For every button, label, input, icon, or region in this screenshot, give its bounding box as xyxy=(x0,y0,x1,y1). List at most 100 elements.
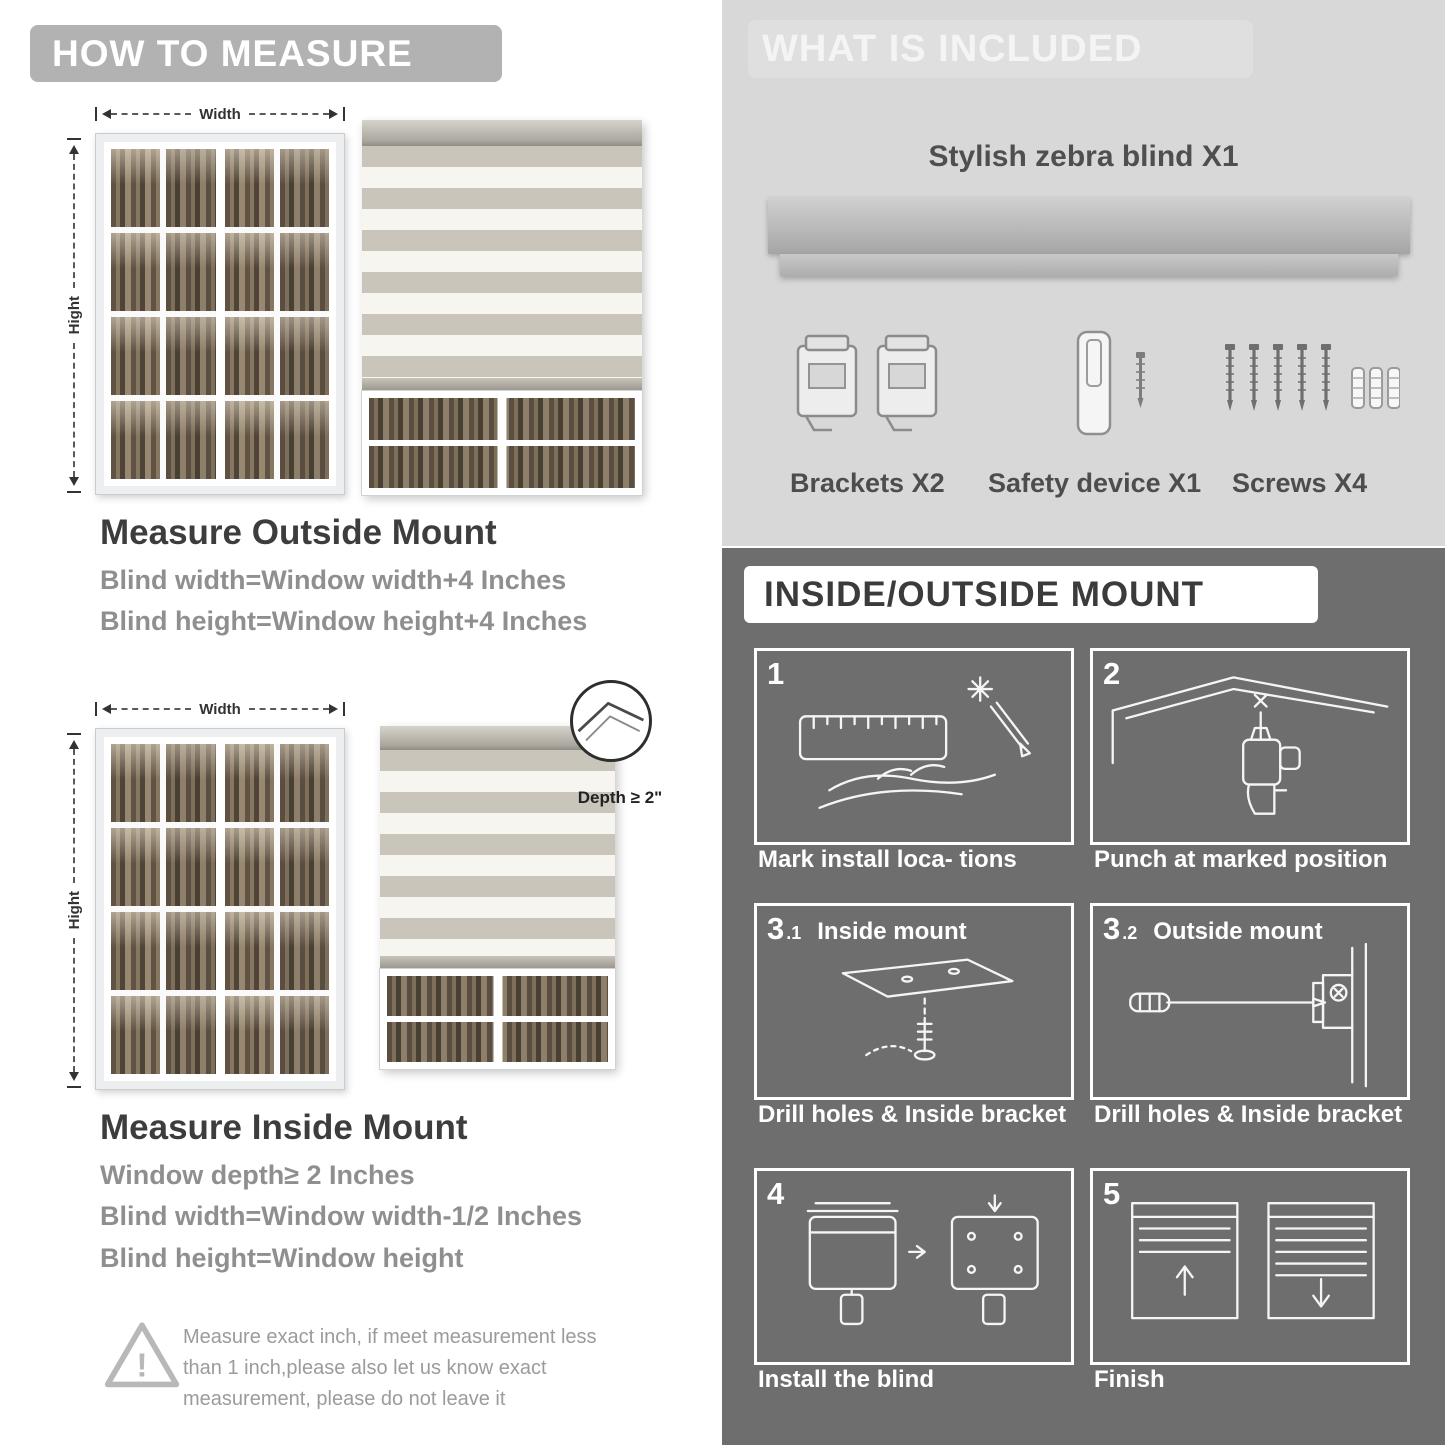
step-number: 3.2 Outside mount xyxy=(1103,911,1323,947)
inside-outside-mount-banner: INSIDE/OUTSIDE MOUNT xyxy=(744,566,1318,623)
blind-stripes xyxy=(380,750,615,956)
width-label: Width xyxy=(199,105,241,123)
height-label: Hight xyxy=(65,891,83,930)
finish-illustration xyxy=(1096,1174,1404,1359)
step-caption: Drill holes & Inside bracket xyxy=(758,1101,1067,1128)
measure-tick xyxy=(95,107,97,121)
step-num-text: 2 xyxy=(1103,656,1121,691)
what-is-included-banner: WHAT IS INCLUDED xyxy=(748,20,1253,78)
zebra-blind-inside xyxy=(379,726,616,1070)
window-sash-left xyxy=(111,149,216,479)
window-photo-inside xyxy=(95,728,345,1090)
blind-bottom-rail xyxy=(362,378,642,391)
window-sash-right xyxy=(224,149,329,479)
step-title-text: Outside mount xyxy=(1153,918,1323,945)
step-caption: Finish xyxy=(1094,1366,1165,1393)
inside-mount-bracket-illustration xyxy=(760,909,1068,1094)
step-number: 2 xyxy=(1103,656,1138,692)
step-num-text: 3 xyxy=(1103,911,1121,946)
arrowhead-up-icon xyxy=(69,735,79,749)
measure-inside-heading: Measure Inside Mount xyxy=(100,1108,468,1147)
measure-tick xyxy=(95,702,97,716)
step-box-2: 2 xyxy=(1090,648,1410,845)
screws-label: Screws X4 xyxy=(1232,468,1368,498)
step-box-3-1: 3.1 Inside mount xyxy=(754,903,1074,1100)
how-to-measure-banner: HOW TO MEASURE xyxy=(30,25,502,82)
install-blind-illustration xyxy=(760,1174,1068,1359)
measure-dash xyxy=(111,113,192,115)
step-num-text: 3 xyxy=(767,911,785,946)
step-title-text: Inside mount xyxy=(817,918,967,945)
measure-dash xyxy=(73,342,75,478)
brackets-label: Brackets X2 xyxy=(790,468,945,498)
measure-dash xyxy=(248,113,330,115)
window-under-blind xyxy=(361,390,643,496)
what-is-included-title: WHAT IS INCLUDED xyxy=(762,28,1143,70)
measure-tick xyxy=(67,733,81,735)
step-caption: Drill holes & Inside bracket xyxy=(1094,1101,1403,1128)
step-subnum-text: .1 xyxy=(786,923,802,943)
measure-dash xyxy=(73,749,75,884)
height-measure-arrow-outside: Hight xyxy=(65,138,83,494)
width-measure-arrow-outside: Width xyxy=(95,105,346,123)
step-caption: Install the blind xyxy=(758,1366,935,1393)
step-number: 5 xyxy=(1103,1176,1138,1212)
measurement-warning-text: Measure exact inch, if meet measurement … xyxy=(183,1326,597,1410)
arrowhead-left-icon xyxy=(97,109,111,119)
brackets-icon xyxy=(796,334,938,432)
mark-location-illustration xyxy=(760,654,1068,839)
window-under-blind xyxy=(379,968,616,1070)
step-caption: Mark install loca- tions xyxy=(758,846,1017,873)
zebra-blind-headrail-image xyxy=(768,198,1410,254)
safety-device-icon xyxy=(1076,330,1145,436)
outside-formula-height: Blind height=Window height+4 Inches xyxy=(100,606,588,636)
step-num-text: 5 xyxy=(1103,1176,1121,1211)
measure-tick xyxy=(67,491,81,494)
window-sash-left xyxy=(111,744,216,1074)
arrowhead-left-icon xyxy=(97,704,111,714)
inside-formula-width: Blind width=Window width-1/2 Inches xyxy=(100,1201,583,1231)
depth-requirement-label: Depth ≥ 2" xyxy=(577,788,663,807)
outside-mount-bracket-illustration xyxy=(1096,909,1404,1094)
measure-dash xyxy=(111,708,192,710)
zebra-blind-x1-label: Stylish zebra blind X1 xyxy=(928,140,1239,173)
inside-outside-mount-title: INSIDE/OUTSIDE MOUNT xyxy=(764,575,1205,614)
warning-triangle-icon: ! xyxy=(104,1322,180,1388)
measure-tick xyxy=(343,702,346,716)
step-box-3-2: 3.2 Outside mount xyxy=(1090,903,1410,1100)
measure-dash xyxy=(248,708,330,710)
window-corner-detail-icon xyxy=(577,701,645,742)
arrowhead-right-icon xyxy=(329,704,343,714)
height-label: Hight xyxy=(65,296,83,335)
step-subnum-text: .2 xyxy=(1122,923,1138,943)
arrowhead-down-icon xyxy=(69,477,79,491)
measure-tick xyxy=(67,138,81,140)
safety-device-label: Safety device X1 xyxy=(988,468,1202,498)
depth-callout-circle xyxy=(570,680,652,762)
window-frame xyxy=(104,142,336,486)
step-num-text: 1 xyxy=(767,656,785,691)
zebra-blind-outside xyxy=(361,120,643,496)
arrowhead-right-icon xyxy=(329,109,343,119)
window-sash-right xyxy=(224,744,329,1074)
blind-headrail xyxy=(362,120,642,146)
inside-formula-height: Blind height=Window height xyxy=(100,1243,464,1273)
screws-icon xyxy=(1225,344,1400,411)
measure-tick xyxy=(67,1086,81,1089)
outside-formula-width: Blind width=Window width+4 Inches xyxy=(100,565,567,595)
window-photo-outside xyxy=(95,133,345,495)
measure-tick xyxy=(343,107,346,121)
height-measure-arrow-inside: Hight xyxy=(65,733,83,1089)
blind-bottom-rail xyxy=(380,956,615,969)
blind-stripes xyxy=(362,146,642,378)
window-frame xyxy=(104,737,336,1081)
measure-dash xyxy=(73,937,75,1073)
step-box-4: 4 xyxy=(754,1168,1074,1365)
width-label: Width xyxy=(199,700,241,718)
step-box-5: 5 xyxy=(1090,1168,1410,1365)
step-caption: Punch at marked position xyxy=(1094,846,1388,873)
inside-depth-rule: Window depth≥ 2 Inches xyxy=(100,1160,415,1190)
measure-outside-heading: Measure Outside Mount xyxy=(100,513,497,552)
step-number: 4 xyxy=(767,1176,802,1212)
